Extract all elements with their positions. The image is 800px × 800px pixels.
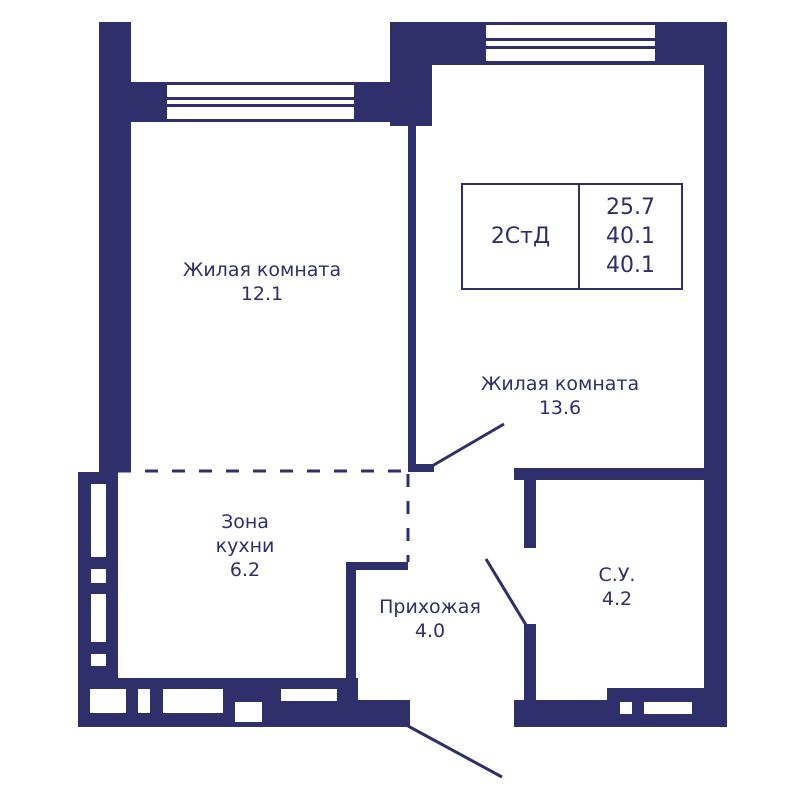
total-area-with-balcony: 40.1 bbox=[606, 253, 655, 278]
room-label-living-room-1: Жилая комната 12.1 bbox=[182, 259, 342, 305]
wall-windows bbox=[90, 484, 692, 722]
room-label-kitchen-zone: Зона кухни 6.2 bbox=[215, 511, 275, 581]
doors bbox=[407, 422, 528, 779]
living-area: 25.7 bbox=[606, 195, 655, 220]
room-label-living-room-2: Жилая комната 13.6 bbox=[480, 373, 640, 419]
apartment-badge: 2СтД 25.7 40.1 40.1 bbox=[461, 183, 683, 290]
walls bbox=[78, 22, 727, 727]
apartment-type-code: 2СтД bbox=[463, 185, 580, 288]
room-label-hallway: Прихожая 4.0 bbox=[379, 596, 481, 642]
apartment-areas: 25.7 40.1 40.1 bbox=[580, 185, 681, 288]
room-label-bathroom: С.У. 4.2 bbox=[598, 564, 636, 610]
total-area: 40.1 bbox=[606, 224, 655, 249]
zone-dashed-lines bbox=[118, 469, 410, 562]
